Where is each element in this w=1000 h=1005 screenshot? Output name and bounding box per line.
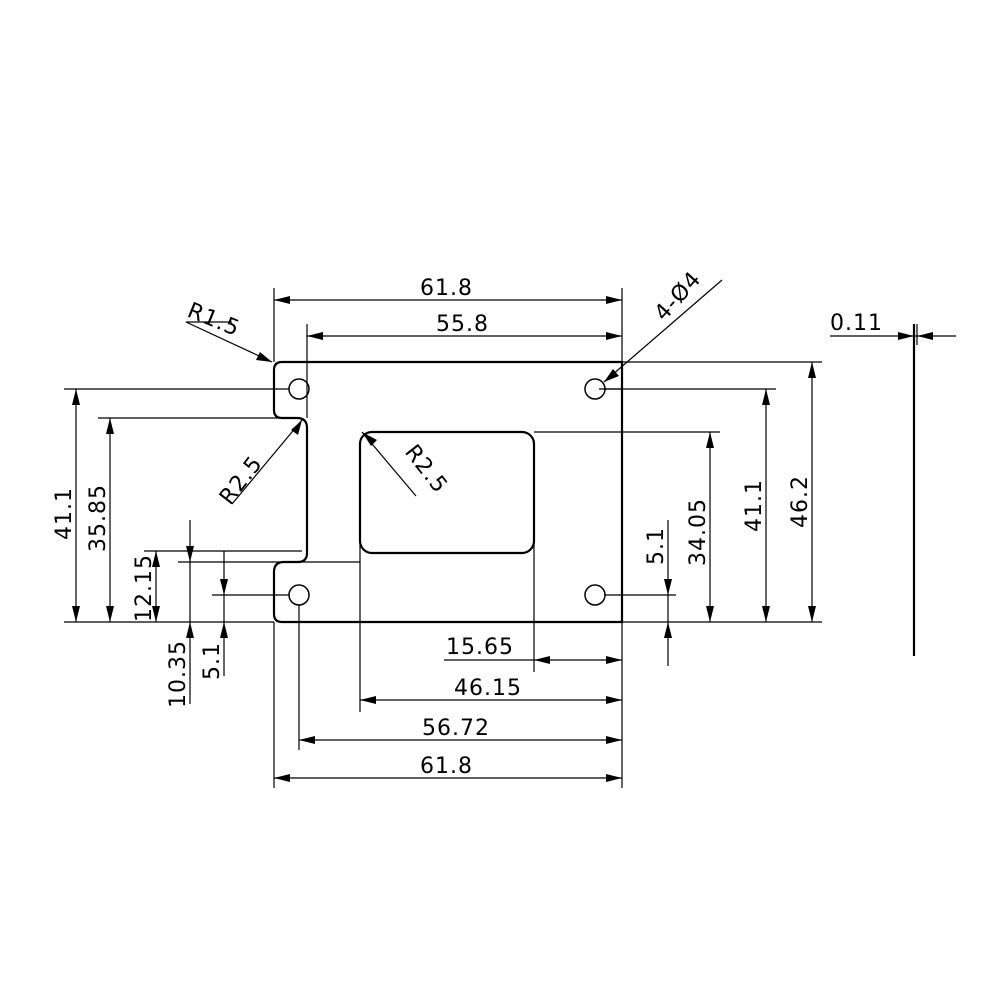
plate-outline	[272, 360, 624, 624]
mounting-hole-top-left	[288, 378, 310, 400]
mounting-hole-bottom-right	[584, 584, 606, 606]
dim-right-hole-offset: 5.1	[644, 527, 669, 565]
dim-thickness: 0.11	[830, 311, 883, 336]
dim-window-right-offset: 15.65	[446, 635, 514, 660]
dim-right-hole-spacing: 41.1	[742, 479, 767, 532]
dimension-lines	[75, 279, 813, 779]
dim-left-lower-offset: 10.35	[166, 640, 191, 708]
mounting-hole-bottom-left	[288, 584, 310, 606]
extension-lines	[64, 288, 956, 788]
dim-window-height: 34.05	[686, 498, 711, 566]
dim-overall-width-top: 61.8	[420, 276, 473, 301]
dim-overall-width-bottom: 61.8	[420, 754, 473, 779]
dim-notch-radius: R2.5	[215, 452, 268, 510]
dim-left-notch-bottom: 12.15	[132, 554, 157, 622]
dim-left-hole-spacing: 41.1	[52, 487, 77, 540]
dim-hole-span-bottom: 56.72	[422, 716, 490, 741]
arrowheads	[72, 296, 933, 782]
dim-inner-width-top: 55.8	[436, 312, 489, 337]
dim-overall-height: 46.2	[788, 475, 813, 528]
dim-window-radius: R2.5	[399, 440, 452, 498]
dim-left-hole-offset: 5.1	[200, 642, 225, 680]
dim-left-notch-height: 35.85	[86, 484, 111, 552]
dim-window-left-offset: 46.15	[454, 676, 522, 701]
window-cutout	[358, 430, 536, 555]
